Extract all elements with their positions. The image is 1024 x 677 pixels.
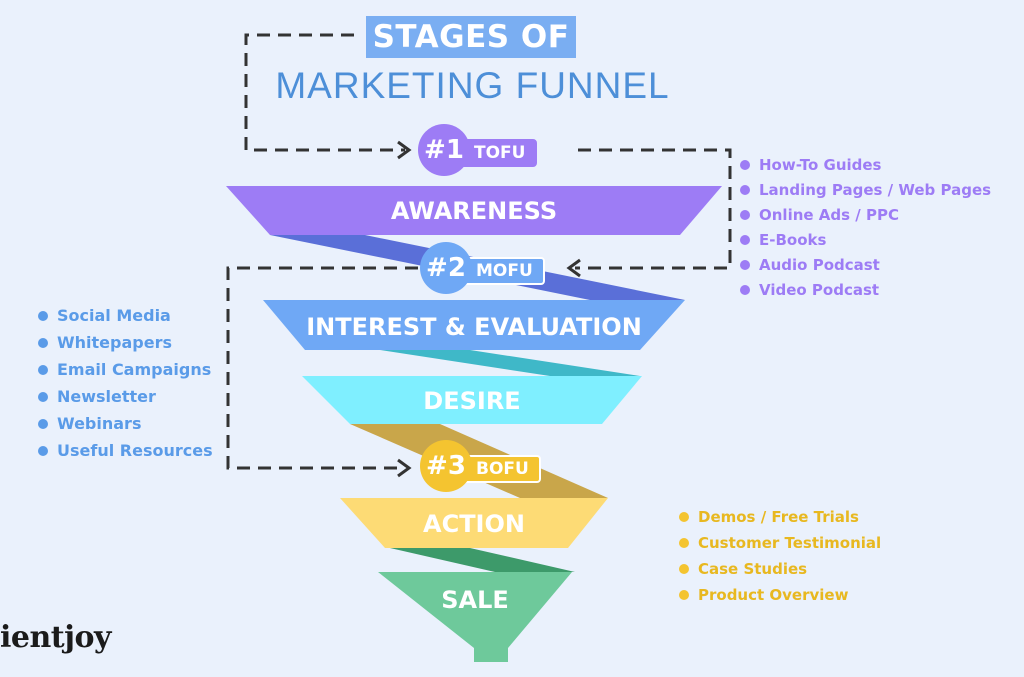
bullet-dot: [679, 564, 689, 574]
bullet-dot: [740, 159, 750, 170]
brand-logo-text: ientjoy: [0, 620, 111, 655]
list-item-label: Webinars: [57, 414, 142, 433]
list-item: Online Ads / PPC: [740, 202, 991, 227]
list-item: E-Books: [740, 227, 991, 252]
stage-label-interest: INTEREST & EVALUATION: [306, 313, 642, 341]
list-item: Audio Podcast: [740, 252, 991, 277]
list-item-label: Video Podcast: [759, 280, 880, 299]
list-item: Whitepapers: [38, 329, 213, 356]
band-desire: [302, 376, 642, 424]
stage-label-action: ACTION: [423, 510, 525, 538]
list-item: Demos / Free Trials: [679, 504, 881, 530]
band-action: [340, 498, 608, 548]
badge-bofu-tag: BOFU: [462, 455, 541, 483]
bullet-dot: [679, 538, 689, 548]
list-item-label: Product Overview: [698, 586, 849, 604]
stage-label-desire: DESIRE: [423, 387, 521, 415]
badge-mofu-tag: MOFU: [462, 257, 545, 285]
title-line-2: MARKETING FUNNEL: [275, 65, 670, 106]
list-item-label: Case Studies: [698, 560, 808, 578]
title-line-1: STAGES OF: [366, 16, 576, 58]
list-item-label: Landing Pages / Web Pages: [759, 180, 992, 199]
badge-tofu-number: #1: [418, 124, 470, 176]
list-item: Case Studies: [679, 556, 881, 582]
list-item: Email Campaigns: [38, 356, 213, 383]
list-item: Customer Testimonial: [679, 530, 881, 556]
list-item: Landing Pages / Web Pages: [740, 177, 991, 202]
badge-tofu-tag: TOFU: [460, 139, 538, 167]
bullet-dot: [679, 590, 689, 600]
list-item: Useful Resources: [38, 437, 213, 464]
connector-title-tofu: [244, 33, 405, 152]
bullet-dot: [38, 337, 48, 348]
arrowhead-mofu: [566, 258, 581, 278]
bullet-dot: [38, 310, 48, 321]
connector-tofu-list: [575, 148, 732, 270]
band-awareness: [226, 186, 722, 235]
list-item: How-To Guides: [740, 152, 991, 177]
badge-bofu-number: #3: [420, 440, 472, 492]
list-item-label: Online Ads / PPC: [759, 205, 899, 224]
list-item: Newsletter: [38, 383, 213, 410]
list-item-label: Email Campaigns: [57, 360, 212, 379]
bullet-dot: [38, 445, 48, 456]
list-item: Webinars: [38, 410, 213, 437]
list-item-label: Useful Resources: [57, 441, 213, 460]
stage-label-awareness: AWARENESS: [390, 197, 558, 225]
list-item-label: How-To Guides: [759, 155, 882, 174]
list-item: Product Overview: [679, 582, 881, 608]
bullet-dot: [679, 512, 689, 522]
bullet-dot: [740, 184, 750, 195]
band-sale: [378, 572, 572, 662]
bullet-dot: [38, 391, 48, 402]
mofu-content-list: Social Media Whitepapers Email Campaigns…: [38, 302, 213, 464]
bullet-dot: [740, 234, 750, 245]
bullet-dot: [38, 418, 48, 429]
list-item-label: Whitepapers: [57, 333, 172, 352]
bullet-dot: [740, 259, 750, 270]
bullet-dot: [740, 284, 750, 295]
arrowhead-bofu: [397, 458, 412, 478]
list-item-label: Audio Podcast: [759, 255, 880, 274]
bullet-dot: [38, 364, 48, 375]
list-item-label: Newsletter: [57, 387, 156, 406]
badge-mofu-number: #2: [420, 242, 472, 294]
list-item-label: Customer Testimonial: [698, 534, 882, 552]
connector-mofu-bofu: [226, 266, 418, 470]
list-item-label: Demos / Free Trials: [698, 508, 859, 526]
list-item-label: E-Books: [759, 230, 827, 249]
tofu-content-list: How-To Guides Landing Pages / Web Pages …: [740, 152, 991, 302]
list-item: Video Podcast: [740, 277, 991, 302]
bullet-dot: [740, 209, 750, 220]
arrowhead-tofu: [397, 140, 412, 160]
list-item-label: Social Media: [57, 306, 171, 325]
stage-label-sale: SALE: [441, 586, 509, 614]
ribbon-action-sale: [390, 548, 575, 572]
band-interest: [263, 300, 685, 350]
bofu-content-list: Demos / Free Trials Customer Testimonial…: [679, 504, 881, 608]
ribbon-interest-desire: [380, 350, 640, 376]
list-item: Social Media: [38, 302, 213, 329]
